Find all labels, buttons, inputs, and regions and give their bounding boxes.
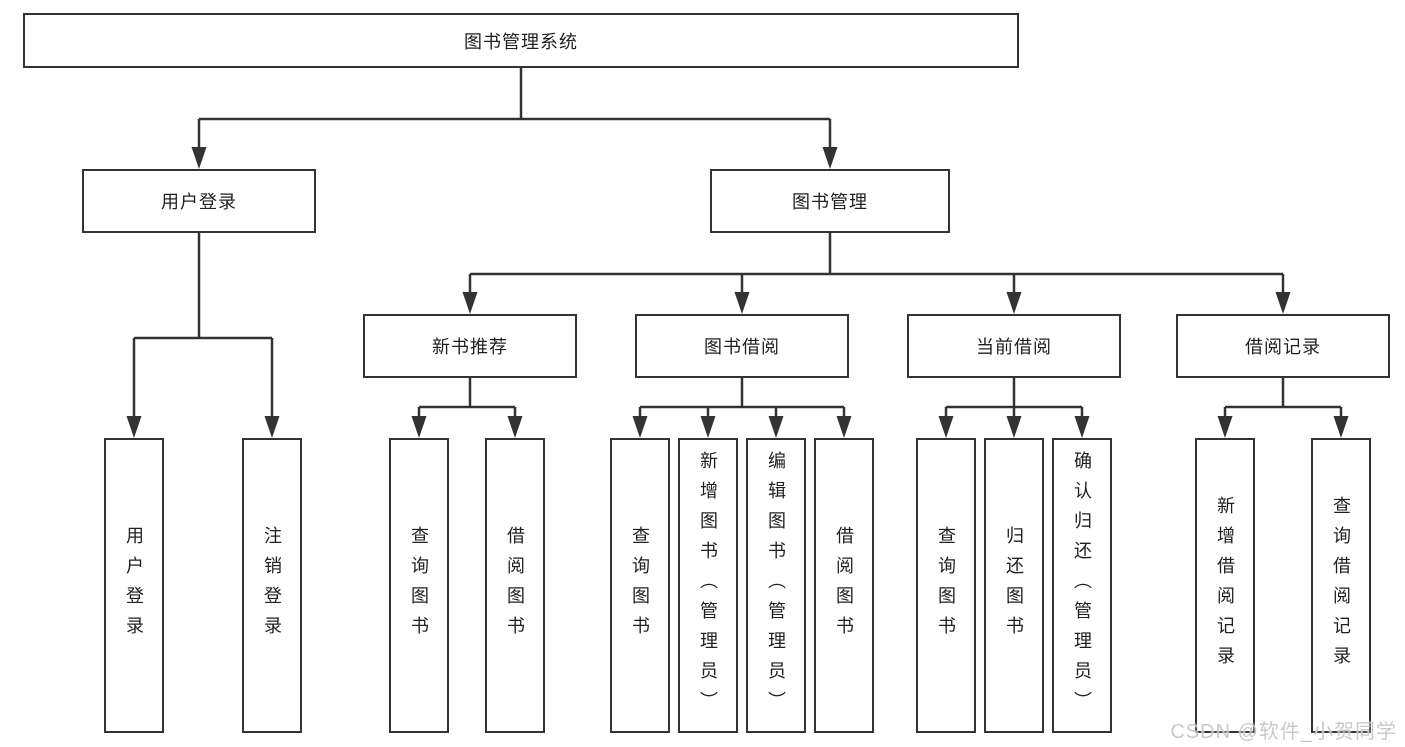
leaf-query-books-1: 查询图书 xyxy=(389,438,449,733)
node-new-book-recommend: 新书推荐 xyxy=(363,314,577,378)
arrowhead-icon xyxy=(1275,292,1291,314)
node-label: 借阅图书 xyxy=(834,525,854,646)
node-label: 查询图书 xyxy=(409,525,429,646)
arrowhead-icon xyxy=(1074,416,1090,438)
csdn-watermark: CSDN @软件_小贺同学 xyxy=(1170,721,1397,743)
leaf-borrow-books-2: 借阅图书 xyxy=(814,438,874,733)
node-label: 用户登录 xyxy=(161,192,237,212)
leaf-query-books-2: 查询图书 xyxy=(610,438,670,733)
node-label: 图书管理系统 xyxy=(464,31,578,52)
arrowhead-icon xyxy=(264,416,280,438)
leaf-user-login: 用户登录 xyxy=(104,438,164,733)
node-label: 查询借阅记录 xyxy=(1331,495,1351,676)
node-label: 图书借阅 xyxy=(704,337,780,357)
node-label: 查询图书 xyxy=(630,525,650,646)
leaf-edit-books-admin: 编辑图书（管理员） xyxy=(746,438,806,733)
arrowhead-icon xyxy=(1333,416,1349,438)
node-label: 新书推荐 xyxy=(432,337,508,357)
node-label: 确认归还（管理员） xyxy=(1072,450,1092,721)
node-label: 新增借阅记录 xyxy=(1215,495,1235,676)
node-label: 当前借阅 xyxy=(976,337,1052,357)
arrowhead-icon xyxy=(734,292,750,314)
arrowhead-icon xyxy=(411,416,427,438)
node-label: 查询图书 xyxy=(936,525,956,646)
arrowhead-icon xyxy=(632,416,648,438)
arrowhead-icon xyxy=(191,147,207,169)
node-label: 注销登录 xyxy=(262,525,282,646)
node-book-management: 图书管理 xyxy=(710,169,950,233)
node-label: 借阅图书 xyxy=(505,525,525,646)
node-label: 编辑图书（管理员） xyxy=(766,450,786,721)
arrowhead-icon xyxy=(1006,292,1022,314)
arrowhead-icon xyxy=(822,147,838,169)
arrowhead-icon xyxy=(768,416,784,438)
arrowhead-icon xyxy=(507,416,523,438)
arrowhead-icon xyxy=(126,416,142,438)
leaf-borrow-books-1: 借阅图书 xyxy=(485,438,545,733)
node-label: 图书管理 xyxy=(792,192,868,212)
arrowhead-icon xyxy=(700,416,716,438)
arrowhead-icon xyxy=(462,292,478,314)
node-current-borrowing: 当前借阅 xyxy=(907,314,1121,378)
node-user-login: 用户登录 xyxy=(82,169,316,233)
arrowhead-icon xyxy=(836,416,852,438)
node-label: 归还图书 xyxy=(1004,525,1024,646)
leaf-query-borrow-record: 查询借阅记录 xyxy=(1311,438,1371,733)
leaf-return-books: 归还图书 xyxy=(984,438,1044,733)
arrowhead-icon xyxy=(1006,416,1022,438)
leaf-query-books-3: 查询图书 xyxy=(916,438,976,733)
arrowhead-icon xyxy=(1217,416,1233,438)
node-label: 借阅记录 xyxy=(1245,337,1321,357)
node-root-system: 图书管理系统 xyxy=(23,13,1019,68)
arrowhead-icon xyxy=(938,416,954,438)
node-book-borrowing: 图书借阅 xyxy=(635,314,849,378)
leaf-add-books-admin: 新增图书（管理员） xyxy=(678,438,738,733)
node-label: 新增图书（管理员） xyxy=(698,450,718,721)
leaf-logout: 注销登录 xyxy=(242,438,302,733)
node-borrow-records: 借阅记录 xyxy=(1176,314,1390,378)
leaf-add-borrow-record: 新增借阅记录 xyxy=(1195,438,1255,733)
node-label: 用户登录 xyxy=(124,525,144,646)
leaf-confirm-return-admin: 确认归还（管理员） xyxy=(1052,438,1112,733)
